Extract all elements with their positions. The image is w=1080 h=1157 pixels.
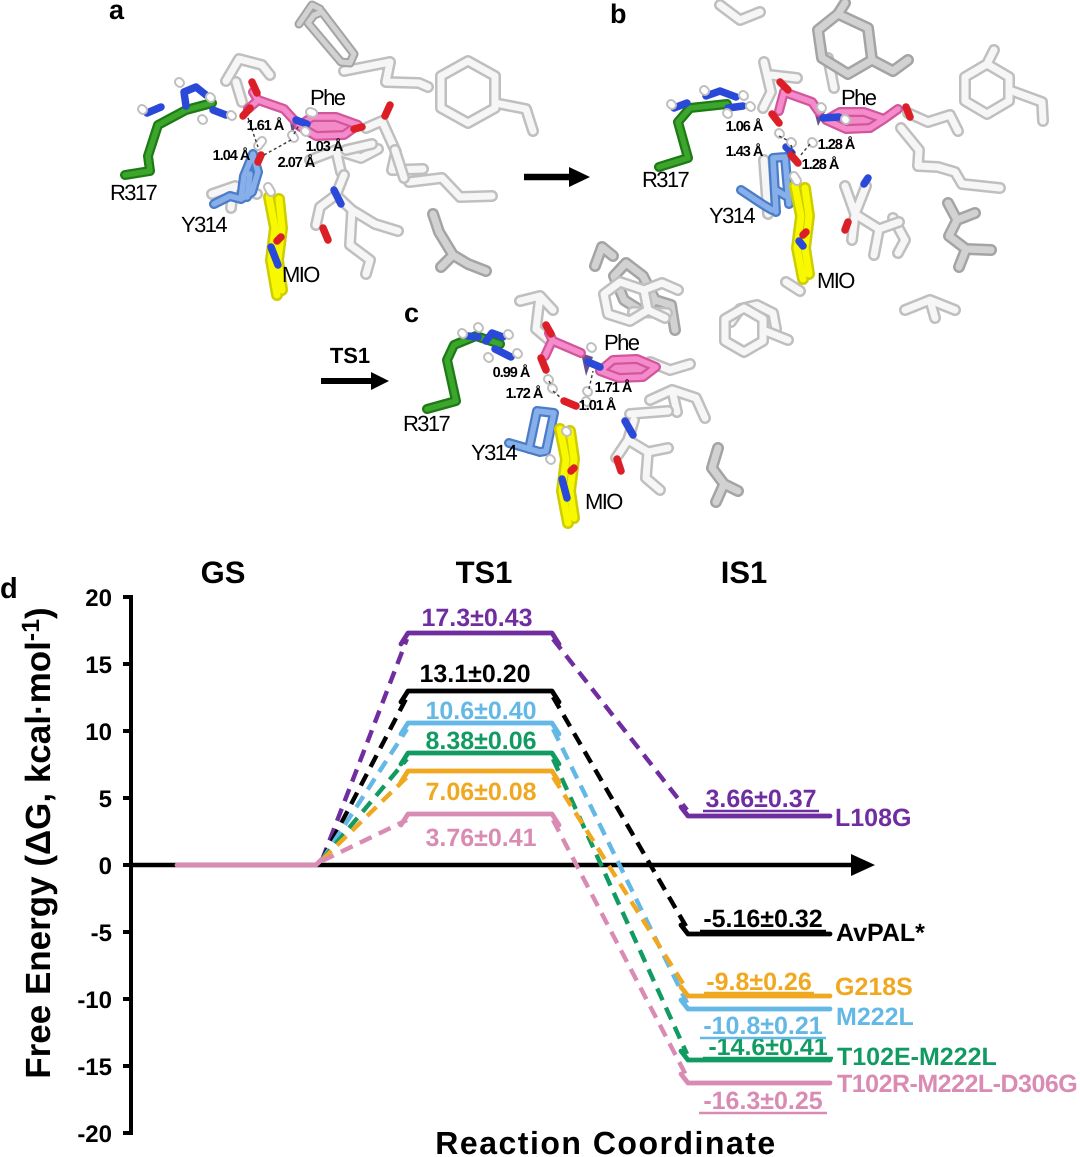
svg-text:G218S: G218S: [835, 973, 913, 1001]
svg-text:TS1: TS1: [456, 555, 513, 590]
svg-text:Y314: Y314: [709, 203, 755, 228]
svg-text:Phe: Phe: [841, 85, 877, 110]
svg-text:0.99 Å: 0.99 Å: [493, 364, 531, 381]
svg-text:8.38±0.06: 8.38±0.06: [425, 727, 536, 755]
svg-text:1.06 Å: 1.06 Å: [726, 118, 764, 135]
svg-text:1.04 Å: 1.04 Å: [213, 147, 251, 164]
svg-text:T102R-M222L-D306G: T102R-M222L-D306G: [837, 1070, 1077, 1098]
svg-text:1.61 Å: 1.61 Å: [247, 117, 285, 134]
svg-text:1.03 Å: 1.03 Å: [306, 138, 344, 155]
svg-text:-16.3±0.25: -16.3±0.25: [703, 1087, 822, 1115]
svg-text:1.71 Å: 1.71 Å: [595, 379, 633, 396]
svg-text:d: d: [0, 573, 18, 605]
svg-text:7.06±0.08: 7.06±0.08: [425, 778, 536, 806]
svg-text:MIO: MIO: [282, 262, 320, 287]
svg-text:-20: -20: [77, 1121, 112, 1148]
svg-text:MIO: MIO: [585, 489, 623, 514]
svg-text:1.43 Å: 1.43 Å: [726, 143, 764, 160]
svg-text:R317: R317: [110, 180, 158, 205]
svg-text:c: c: [404, 298, 419, 328]
svg-text:0: 0: [99, 853, 112, 880]
svg-text:15: 15: [85, 652, 112, 679]
svg-text:Y314: Y314: [181, 212, 227, 237]
svg-text:-10: -10: [77, 987, 112, 1014]
svg-text:b: b: [610, 0, 627, 29]
svg-text:TS1: TS1: [330, 343, 370, 368]
svg-text:20: 20: [85, 585, 112, 612]
svg-text:-5: -5: [91, 920, 112, 947]
svg-text:-15: -15: [77, 1054, 112, 1081]
svg-text:a: a: [109, 0, 125, 25]
svg-text:1.72 Å: 1.72 Å: [506, 385, 544, 402]
svg-text:-9.8±0.26: -9.8±0.26: [706, 968, 811, 996]
svg-text:Phe: Phe: [604, 330, 640, 355]
svg-text:1.28 Å: 1.28 Å: [802, 156, 840, 173]
svg-text:Free Energy (ΔG, kcal·mol-1): Free Energy (ΔG, kcal·mol-1): [17, 607, 58, 1078]
svg-text:L108G: L108G: [835, 804, 911, 832]
svg-text:3.76±0.41: 3.76±0.41: [425, 824, 536, 852]
svg-text:1.28 Å: 1.28 Å: [818, 136, 856, 153]
svg-text:R317: R317: [642, 167, 690, 192]
svg-text:Y314: Y314: [471, 440, 517, 465]
svg-text:1.01 Å: 1.01 Å: [579, 397, 617, 414]
svg-text:17.3±0.43: 17.3±0.43: [421, 604, 532, 632]
svg-text:-10.8±0.21: -10.8±0.21: [703, 1012, 822, 1040]
svg-text:IS1: IS1: [721, 555, 768, 590]
svg-text:10: 10: [85, 719, 112, 746]
svg-text:2.07 Å: 2.07 Å: [278, 154, 316, 171]
svg-text:MIO: MIO: [817, 268, 855, 293]
svg-text:Phe: Phe: [310, 85, 346, 110]
svg-text:-5.16±0.32: -5.16±0.32: [703, 905, 822, 933]
svg-text:R317: R317: [403, 411, 451, 436]
svg-text:M222L: M222L: [836, 1003, 914, 1031]
svg-text:10.6±0.40: 10.6±0.40: [425, 697, 536, 725]
svg-text:T102E-M222L: T102E-M222L: [837, 1043, 997, 1071]
svg-text:GS: GS: [201, 555, 246, 590]
svg-text:5: 5: [99, 786, 112, 813]
svg-text:Reaction Coordinate: Reaction Coordinate: [435, 1125, 776, 1157]
svg-text:13.1±0.20: 13.1±0.20: [419, 660, 530, 688]
svg-text:3.66±0.37: 3.66±0.37: [705, 785, 816, 813]
svg-text:AvPAL*: AvPAL*: [836, 919, 925, 947]
